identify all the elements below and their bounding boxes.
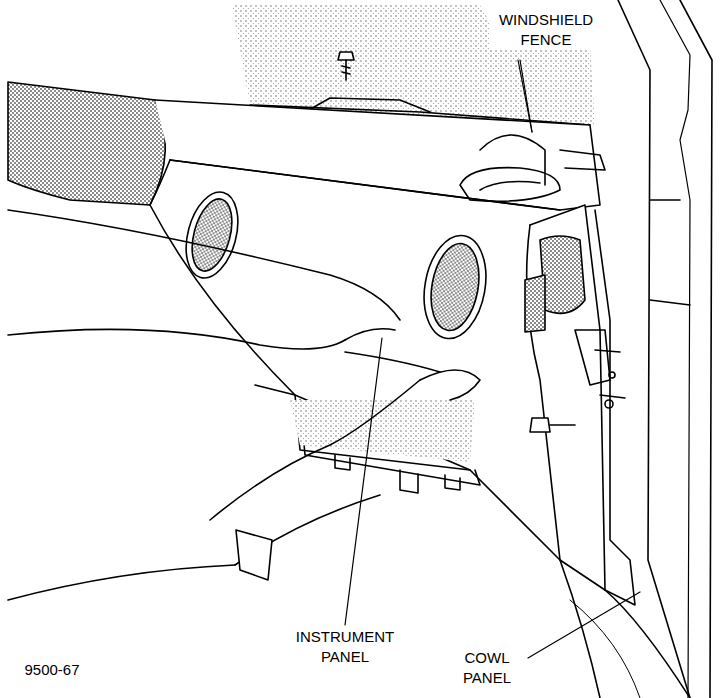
- part-label: INSTRUMENT PANEL: [288, 627, 402, 667]
- part-label: WINDSHIELD FENCE: [489, 10, 603, 50]
- figure-number: 9500-67: [5, 660, 99, 680]
- part-label: COWL PANEL: [450, 648, 524, 688]
